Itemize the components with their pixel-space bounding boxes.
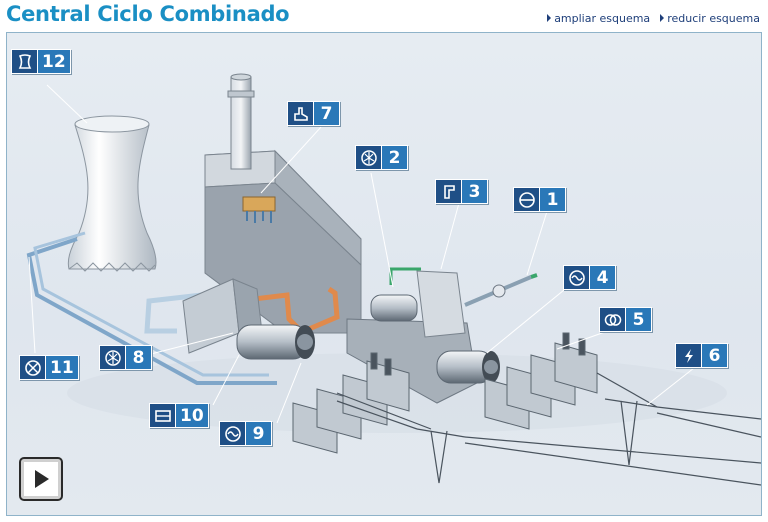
component-badge-5[interactable]: 5 <box>599 307 652 332</box>
component-badge-4[interactable]: 4 <box>563 265 616 290</box>
generator-wave-icon <box>563 265 590 290</box>
component-badge-11[interactable]: 11 <box>19 355 79 380</box>
gas-valve <box>492 284 506 298</box>
chimney-icon <box>287 101 314 126</box>
component-badge-9[interactable]: 9 <box>219 421 272 446</box>
turbine-fan-icon <box>99 345 126 370</box>
component-badge-10[interactable]: 10 <box>149 403 209 428</box>
badge-number: 10 <box>176 403 209 428</box>
component-badge-8[interactable]: 8 <box>99 345 152 370</box>
component-badge-7[interactable]: 7 <box>287 101 340 126</box>
zoom-links: ampliar esquema reducir esquema <box>547 12 760 25</box>
badge-number: 2 <box>382 145 408 170</box>
main-stack <box>227 73 255 170</box>
reducir-esquema-link[interactable]: reducir esquema <box>660 12 760 25</box>
diagram-frame: 12 7 2 3 1 4 5 <box>6 32 762 516</box>
badge-number: 3 <box>462 179 488 204</box>
water-pipe <box>26 237 277 385</box>
badge-number: 6 <box>702 343 728 368</box>
component-badge-2[interactable]: 2 <box>355 145 408 170</box>
transformer-group-left <box>292 352 410 454</box>
reducir-label: reducir esquema <box>667 12 760 25</box>
badge-number: 7 <box>314 101 340 126</box>
transformer-group-right <box>484 332 598 430</box>
steam-turbine <box>182 278 315 360</box>
badge-number: 12 <box>38 49 71 74</box>
cooling-tower-icon <box>11 49 38 74</box>
badge-number: 1 <box>540 187 566 212</box>
transformer-icon <box>599 307 626 332</box>
valve-icon <box>513 187 540 212</box>
ampliar-esquema-link[interactable]: ampliar esquema <box>547 12 650 25</box>
hot-pipe-2 <box>308 286 340 332</box>
component-badge-3[interactable]: 3 <box>435 179 488 204</box>
ampliar-label: ampliar esquema <box>554 12 651 25</box>
cooling-tower <box>67 115 157 272</box>
boiler-icon <box>435 179 462 204</box>
power-plant-illustration <box>26 73 761 486</box>
play-button[interactable] <box>19 457 63 501</box>
water-pipe-return <box>33 231 269 377</box>
badge-number: 8 <box>126 345 152 370</box>
component-badge-6[interactable]: 6 <box>675 343 728 368</box>
badge-number: 9 <box>246 421 272 446</box>
badge-number: 11 <box>46 355 79 380</box>
page-title: Central Ciclo Combinado <box>6 2 290 26</box>
gas-turbine <box>346 267 500 404</box>
component-badge-12[interactable]: 12 <box>11 49 71 74</box>
generator-wave-icon <box>219 421 246 446</box>
arrow-right-icon <box>547 14 552 22</box>
badge-number: 5 <box>626 307 652 332</box>
turbine-fan-icon <box>355 145 382 170</box>
play-icon <box>35 470 49 488</box>
condenser-icon <box>149 403 176 428</box>
power-pylons <box>336 372 761 486</box>
component-badge-1[interactable]: 1 <box>513 187 566 212</box>
pump-icon <box>19 355 46 380</box>
lightning-icon <box>675 343 702 368</box>
arrow-right-icon <box>660 14 665 22</box>
hot-pipe <box>236 292 301 331</box>
badge-number: 4 <box>590 265 616 290</box>
